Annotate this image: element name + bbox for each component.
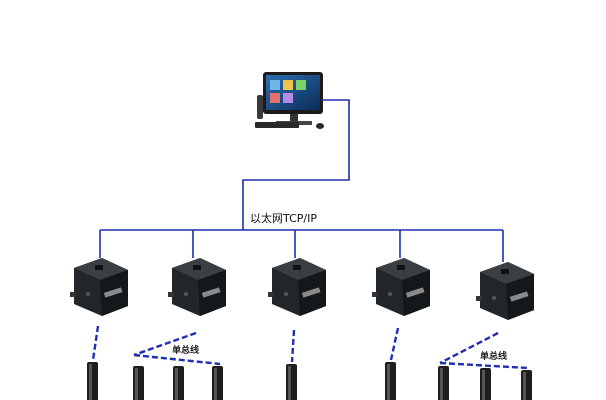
ethernet-wiring: [99, 99, 504, 262]
bus-label: 单总线: [480, 352, 508, 362]
temperature-sensor-icon: [438, 366, 449, 400]
temperature-sensor-icon: [480, 368, 491, 400]
temperature-sensor-icon: [212, 366, 223, 400]
temperature-sensor-icon: [521, 370, 532, 400]
controller-device-icon: [372, 258, 430, 316]
single-bus-wiring: [91, 325, 529, 370]
temperature-sensor-icon: [87, 362, 98, 400]
controller-device-icon: [268, 258, 326, 316]
controller-device-icon: [476, 262, 534, 320]
controller-device-icon: [168, 258, 226, 316]
desktop-computer-icon: [255, 72, 324, 129]
temperature-sensor-icon: [133, 366, 144, 400]
controller-device-icon: [70, 258, 128, 316]
bus-label: 单总线: [172, 346, 200, 356]
temperature-sensor-icon: [286, 364, 297, 400]
temperature-sensor-icon: [385, 362, 396, 400]
network-label: 以太网TCP/IP: [250, 212, 317, 225]
temperature-sensor-icon: [173, 366, 184, 400]
